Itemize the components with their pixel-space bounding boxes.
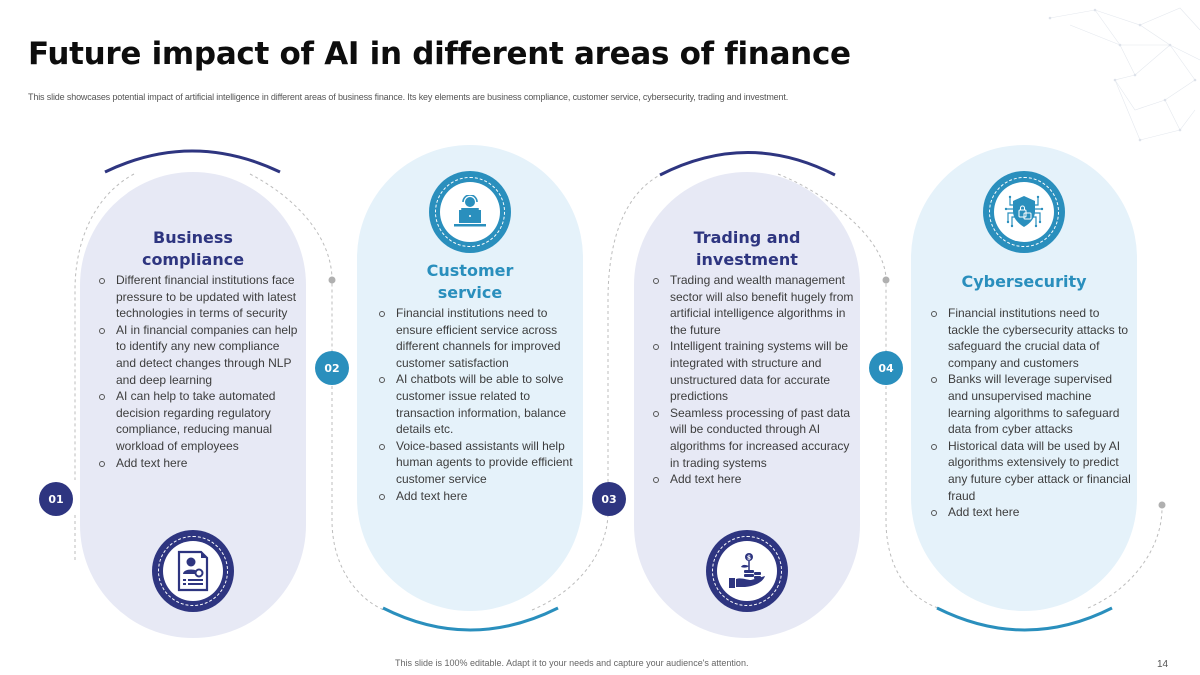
icon-badge [983, 171, 1065, 253]
customer-support-agent-icon [454, 195, 486, 227]
bullet-item: AI in financial companies can help to id… [98, 322, 298, 388]
footer-note: This slide is 100% editable. Adapt it to… [395, 658, 749, 668]
bullet-item: Add text here [652, 471, 858, 488]
card-title-line2: service [437, 283, 503, 302]
shield-lock-circuit-icon [1004, 195, 1044, 228]
icon-badge [429, 171, 511, 253]
bullet-item: Add text here [378, 488, 578, 505]
hand-coins-plant-icon: $ [729, 553, 765, 588]
card-title: Trading and investment [634, 227, 860, 271]
bullet-item: Trading and wealth management sector wil… [652, 272, 858, 338]
step-number-badge: 04 [869, 351, 903, 385]
bullet-item: Intelligent training systems will be int… [652, 338, 858, 404]
bullet-list: Trading and wealth management sector wil… [652, 272, 858, 488]
bullet-list: Financial institutions need to tackle th… [930, 305, 1134, 521]
bullet-item: Add text here [930, 504, 1134, 521]
bullet-item: Historical data will be used by AI algor… [930, 438, 1134, 504]
bullet-item: Seamless processing of past data will be… [652, 405, 858, 471]
card-title-line1: Business [153, 228, 233, 247]
bullet-item: Voice-based assistants will help human a… [378, 438, 578, 488]
card-customer-service: Customer service Financial institutions … [357, 145, 583, 611]
network-pattern-decoration [1048, 7, 1200, 142]
card-title: Cybersecurity [911, 271, 1137, 293]
card-business-compliance: Business compliance Different financial … [80, 172, 306, 638]
step-number-badge: 01 [39, 482, 73, 516]
card-title-line1: Trading and [693, 228, 801, 247]
card-title-line1: Customer [426, 261, 514, 280]
bullet-item: Financial institutions need to tackle th… [930, 305, 1134, 371]
step-number-badge: 02 [315, 351, 349, 385]
card-title-line2: compliance [141, 250, 245, 269]
step-number-badge: 03 [592, 482, 626, 516]
bullet-list: Financial institutions need to ensure ef… [378, 305, 578, 504]
card-title-line1: Cybersecurity [961, 272, 1087, 291]
card-title: Business compliance [80, 227, 306, 271]
card-title: Customer service [357, 260, 583, 304]
slide-title: Future impact of AI in different areas o… [28, 36, 851, 72]
resume-person-gear-icon [177, 550, 209, 592]
card-cybersecurity: Cybersecurity Financial institutions nee… [911, 145, 1137, 611]
bullet-item: Financial institutions need to ensure ef… [378, 305, 578, 371]
bullet-item: AI can help to take automated decision r… [98, 388, 298, 454]
bullet-item: AI chatbots will be able to solve custom… [378, 371, 578, 437]
bullet-item: Different financial institutions face pr… [98, 272, 298, 322]
page-number: 14 [1157, 659, 1169, 670]
icon-badge: $ [706, 530, 788, 612]
bullet-list: Different financial institutions face pr… [98, 272, 298, 471]
slide-subtitle: This slide showcases potential impact of… [28, 92, 789, 102]
card-trading-investment: Trading and investment Trading and wealt… [634, 172, 860, 638]
card-title-line2: investment [696, 250, 798, 269]
icon-badge [152, 530, 234, 612]
bullet-item: Add text here [98, 455, 298, 472]
svg-text:$: $ [747, 555, 751, 562]
bullet-item: Banks will leverage supervised and unsup… [930, 371, 1134, 437]
